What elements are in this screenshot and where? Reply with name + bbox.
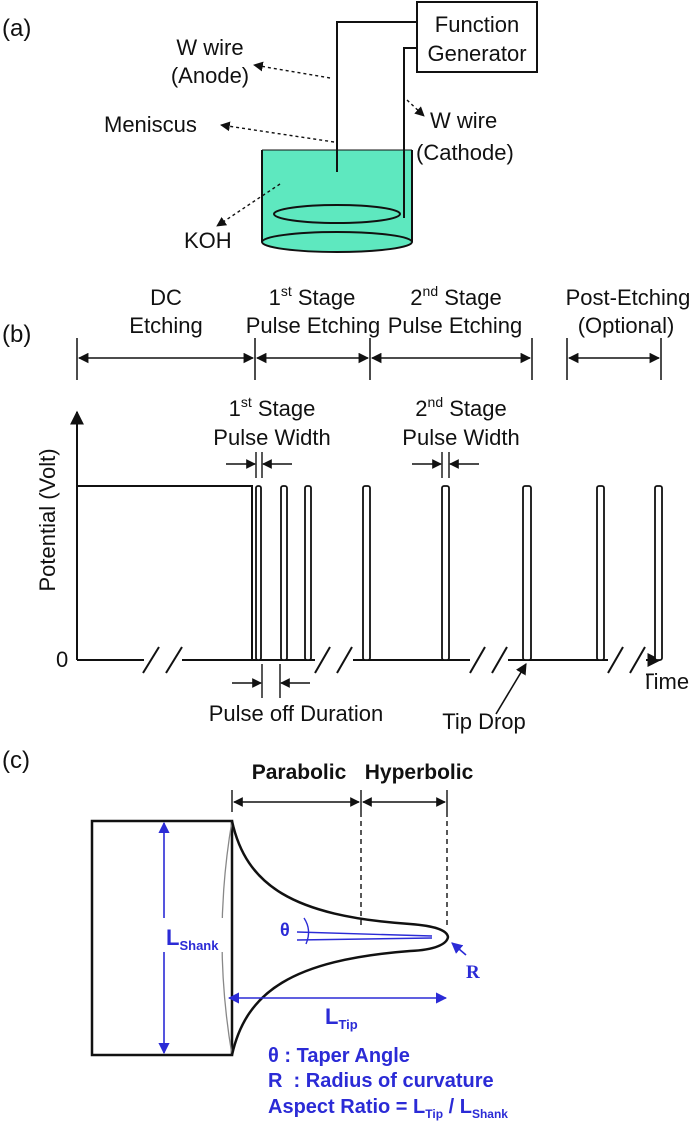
- panel-a-label: (a): [2, 15, 31, 42]
- pulse: [522, 485, 532, 661]
- stage-2-line2: Pulse Etching: [388, 313, 523, 338]
- pulse: [362, 485, 371, 661]
- pulse: [280, 485, 288, 661]
- axis-breaks: [142, 640, 646, 676]
- anode-wire: [336, 21, 417, 172]
- stage-post-line1: Post-Etching: [566, 285, 691, 310]
- taper-line-upper: [296, 931, 433, 937]
- panel-c-label: (c): [2, 747, 30, 774]
- function-generator-line1: Function: [435, 12, 519, 37]
- cathode-ring: [273, 204, 401, 224]
- cathode-pointer: [406, 99, 425, 117]
- theta-label: θ: [280, 920, 290, 940]
- pulse-width-2-line2: Pulse Width: [402, 425, 519, 450]
- pulse-width-1-line2: Pulse Width: [213, 425, 330, 450]
- koh-label: KOH: [184, 228, 232, 253]
- panel-b-label: (b): [2, 321, 31, 348]
- anode-pointer: [253, 61, 331, 79]
- legend-aspect-ratio: Aspect Ratio = LTip / LShank: [268, 1096, 508, 1121]
- break-mark: [607, 646, 624, 674]
- tip-drop-label: Tip Drop: [442, 709, 526, 734]
- time-label: Time: [641, 669, 689, 694]
- pulse-width-1-line1: 1st Stage: [229, 394, 316, 421]
- break-mark: [314, 646, 331, 674]
- legend-radius: R : Radius of curvature: [268, 1070, 494, 1092]
- stage-dc-line2: Etching: [129, 313, 202, 338]
- pulse: [596, 485, 605, 661]
- pulse-off-label: Pulse off Duration: [209, 701, 383, 726]
- break-mark: [142, 646, 160, 674]
- stage-dc-line1: DC: [150, 285, 182, 310]
- stage-1-line2: Pulse Etching: [246, 313, 381, 338]
- cathode-wire: [403, 47, 417, 218]
- pulse-train: [255, 485, 663, 661]
- break-mark: [469, 646, 486, 674]
- beaker-bottom: [261, 231, 413, 253]
- meniscus-pointer: [220, 121, 335, 143]
- taper-line-lower: [296, 937, 433, 941]
- l-shank-label-bg: [162, 918, 226, 952]
- anode-label-line1: W wire: [176, 35, 243, 60]
- dc-level: [77, 485, 253, 660]
- break-mark: [491, 646, 508, 674]
- pulse: [304, 485, 312, 661]
- meniscus-label: Meniscus: [104, 112, 197, 137]
- cathode-label-line2: (Cathode): [416, 140, 514, 165]
- pulse: [441, 485, 450, 661]
- anode-label-line2: (Anode): [171, 63, 249, 88]
- cathode-label-line1: W wire: [430, 108, 497, 133]
- stage-2-line1: 2nd Stage: [410, 283, 501, 310]
- pulse: [654, 485, 663, 661]
- zero-label: 0: [56, 647, 68, 672]
- koh-pointer: [216, 183, 281, 227]
- stage-1-line1: 1st Stage: [269, 283, 356, 310]
- function-generator-box: [416, 1, 538, 73]
- panel-b: (b) DC Etching 1st Stage Pulse Etching 2…: [2, 283, 690, 734]
- panel-c: (c) Parabolic Hyperbolic LShank LTip θ R…: [2, 747, 508, 1121]
- pulse: [255, 485, 262, 661]
- break-mark: [336, 646, 353, 674]
- stage-post-line2: (Optional): [578, 313, 675, 338]
- tip-profile: [230, 820, 450, 1056]
- y-axis-label: Potential (Volt): [35, 448, 60, 591]
- l-tip-label: LTip: [325, 1004, 358, 1032]
- l-shank-label: LShank: [166, 925, 219, 953]
- parabolic-label: Parabolic: [252, 761, 347, 784]
- tip-drop-arrow: [495, 663, 527, 715]
- break-mark: [165, 646, 183, 674]
- pulse-width-2-line1: 2nd Stage: [415, 394, 506, 421]
- break-mark: [629, 646, 646, 674]
- radius-label: R: [466, 962, 480, 983]
- function-generator-line2: Generator: [427, 41, 526, 66]
- legend-taper: θ : Taper Angle: [268, 1045, 410, 1067]
- panel-a: (a) Function Generator W wire (Anode) Me…: [2, 1, 538, 253]
- taper-angle-arc: [303, 917, 310, 945]
- hyperbolic-label: Hyperbolic: [365, 761, 474, 784]
- radius-arrow: [451, 942, 467, 956]
